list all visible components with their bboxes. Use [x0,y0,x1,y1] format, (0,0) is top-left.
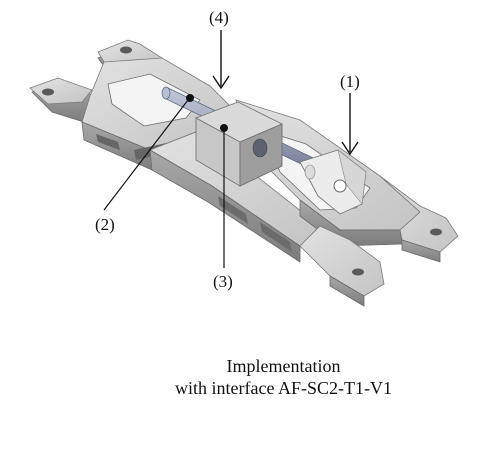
callout-label-4: (4) [209,8,229,27]
callout-label-2: (2) [95,215,115,234]
callout-label-3: (3) [213,272,233,291]
mounting-holes [42,46,442,276]
callout-label-1: (1) [340,72,360,91]
central-housing [194,101,284,187]
caption-line-2: with interface AF-SC2-T1-V1 [175,378,392,398]
caption-line-1: Implementation [226,356,341,376]
clevis-fitting [299,149,367,215]
callout-leaders [103,30,359,268]
